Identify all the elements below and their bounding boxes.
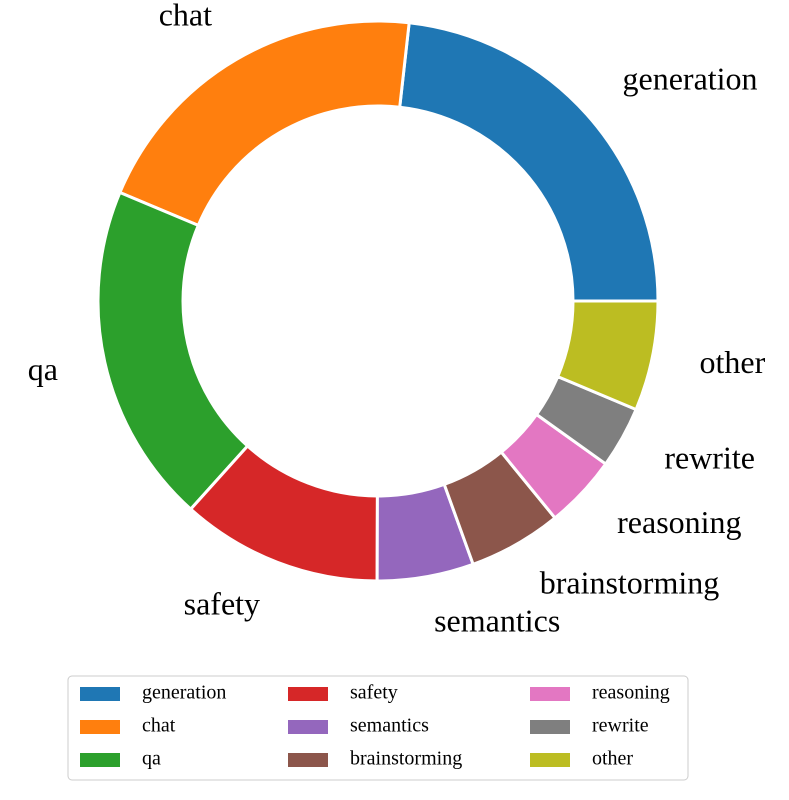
legend-swatch-brainstorming [288,753,328,767]
slice-label-safety: safety [184,585,260,621]
legend-swatch-generation [80,687,120,701]
slice-label-semantics: semantics [434,603,560,639]
legend-swatch-reasoning [530,687,570,701]
legend-label-brainstorming: brainstorming [350,748,462,770]
legend-label-qa: qa [142,748,161,770]
slice-label-brainstorming: brainstorming [540,565,720,601]
slice-label-generation: generation [623,61,758,97]
legend-swatch-rewrite [530,720,570,734]
slice-label-other: other [700,344,766,380]
legend-label-safety: safety [350,682,398,704]
legend-swatch-qa [80,753,120,767]
legend-label-semantics: semantics [350,715,429,737]
legend-label-rewrite: rewrite [592,715,649,737]
legend-label-other: other [592,748,633,770]
legend-label-reasoning: reasoning [592,682,670,704]
legend-swatch-semantics [288,720,328,734]
slice-label-chat: chat [159,0,212,32]
donut-slices [96,19,660,583]
legend-label-chat: chat [142,715,176,737]
legend-swatch-safety [288,687,328,701]
slice-labels: generation chat qa safety semanticsbrainstor… [28,0,766,639]
slice-other [556,299,660,412]
slice-label-reasoning: reasoning [617,504,741,540]
legend: generation chat qa safety semantics brainstor… [67,675,689,781]
slice-label-qa: qa [28,351,58,387]
slice-qa [96,190,250,511]
slice-label-rewrite: rewrite [664,439,755,475]
legend-label-generation: generation [142,682,226,704]
legend-swatch-other [530,753,570,767]
slice-chat [118,19,411,227]
slice-generation [398,21,660,303]
legend-swatch-chat [80,720,120,734]
